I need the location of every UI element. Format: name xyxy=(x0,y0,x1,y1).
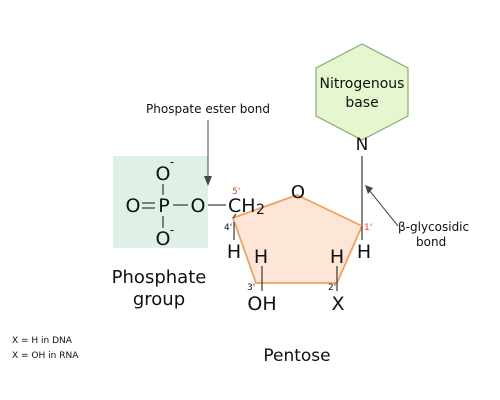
legend-dna: X = H in DNA xyxy=(12,336,73,346)
phosphate-top-oxygen: O xyxy=(156,163,171,185)
phosphate-bottom-charge: - xyxy=(170,223,174,237)
phosphate-group-label-line1: Phosphate xyxy=(112,267,207,288)
pentose-ring xyxy=(231,194,364,284)
phosphate-group-box xyxy=(113,156,208,248)
ch2-subscript: 2 xyxy=(256,202,265,218)
carbon-2-label: 2' xyxy=(328,283,336,293)
phosphate-left-oxygen: O xyxy=(126,195,141,217)
ester-bond-label: Phospate ester bond xyxy=(146,102,270,116)
carbon-1-label: 1' xyxy=(364,223,372,233)
carbon-4-label: 4' xyxy=(224,223,232,233)
c3-hydroxyl: OH xyxy=(247,293,276,315)
base-title-line1: Nitrogenous xyxy=(320,76,405,92)
nitrogenous-base-hexagon xyxy=(315,43,409,141)
carbon-3-label: 3' xyxy=(247,283,255,293)
bond-ch2-c4 xyxy=(232,213,237,219)
phosphate-bridge-oxygen: O xyxy=(191,195,206,217)
ring-oxygen-atom: O xyxy=(291,182,305,203)
pentose-label: Pentose xyxy=(263,346,330,366)
phosphorus-atom: P xyxy=(158,195,169,217)
ester-bond-arrowhead xyxy=(204,176,212,186)
glycosidic-label-line1: β-glycosidic xyxy=(398,220,469,234)
phosphate-bottom-oxygen: O xyxy=(156,228,171,250)
base-title-line2: base xyxy=(345,95,378,111)
c2-substituent-x: X xyxy=(331,293,344,315)
c2-hydrogen: H xyxy=(330,246,344,268)
c1-hydrogen: H xyxy=(357,241,371,263)
glycosidic-label-line2: bond xyxy=(416,235,446,249)
phosphate-group-label-line2: group xyxy=(133,289,185,310)
c4-hydrogen: H xyxy=(227,241,241,263)
carbon-5-label: 5' xyxy=(232,187,240,197)
glycosidic-arrow-line xyxy=(368,189,399,227)
glycosidic-arrowhead xyxy=(365,185,373,194)
phosphate-top-charge: - xyxy=(170,155,174,169)
base-nitrogen-atom: N xyxy=(356,135,369,155)
ch2-group: CH xyxy=(228,195,256,217)
c3-hydrogen: H xyxy=(254,246,268,268)
legend-rna: X = OH in RNA xyxy=(12,351,79,361)
